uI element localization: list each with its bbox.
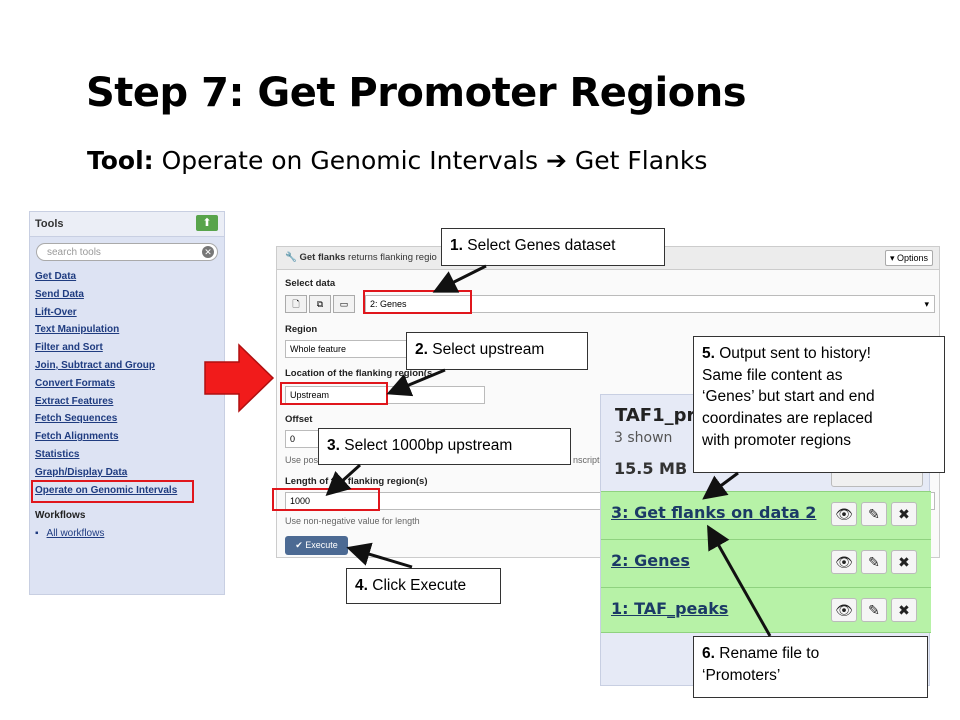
highlight-length <box>272 488 380 511</box>
tool-item-convert-formats[interactable]: Convert Formats <box>35 377 116 389</box>
length-help: Use non-negative value for length <box>285 516 420 526</box>
form-title: 🔧 Get flanks returns flanking regio <box>285 252 437 263</box>
collection-icon[interactable]: ▭ <box>333 295 355 313</box>
length-label: Length of the flanking region(s) <box>285 476 428 487</box>
tools-title: Tools <box>35 218 64 230</box>
red-block-arrow-left <box>204 343 275 413</box>
callout-2-num: 2. <box>415 341 428 358</box>
delete-icon[interactable]: ✖ <box>891 550 917 574</box>
callout-5: 5. Output sent to history! Same file con… <box>693 336 945 473</box>
callout-1-text: Select Genes dataset <box>467 237 616 254</box>
callout-2: 2. Select upstream <box>406 332 588 370</box>
tool-item-get-data[interactable]: Get Data <box>35 271 77 282</box>
tool-item-text-manipulation[interactable]: Text Manipulation <box>35 324 120 336</box>
clear-icon[interactable]: ✕ <box>202 246 214 258</box>
upload-icon[interactable]: ⬆ <box>196 215 218 231</box>
eye-icon[interactable]: 👁 <box>831 502 857 526</box>
form-title-rest: returns flanking regio <box>348 252 437 263</box>
select-data-dropdown[interactable]: 2: Genes ▾ <box>365 295 935 313</box>
offset-help-right: nscript <box>573 455 600 465</box>
pencil-icon[interactable]: ✎ <box>861 502 887 526</box>
dataset-title[interactable]: 1: TAF_peaks <box>611 599 729 618</box>
highlight-location <box>280 382 388 405</box>
callout-5-text-2: Same file content as <box>702 366 843 384</box>
history-dataset-row[interactable]: 3: Get flanks on data 2 👁 ✎ ✖ <box>601 491 931 539</box>
highlight-select-data <box>363 290 472 314</box>
workflows-item[interactable]: ▪All workflows <box>35 528 105 539</box>
delete-icon[interactable]: ✖ <box>891 502 917 526</box>
dataset-title[interactable]: 3: Get flanks on data 2 <box>611 503 817 522</box>
tool-target: Get Flanks <box>574 146 708 175</box>
history-name[interactable]: TAF1_pro <box>615 405 708 426</box>
pencil-icon[interactable]: ✎ <box>861 550 887 574</box>
delete-icon[interactable]: ✖ <box>891 598 917 622</box>
tool-list: Get Data Send Data Lift-Over Text Manipu… <box>35 271 177 502</box>
tools-panel: Tools ⬆ search tools ✕ Get Data Send Dat… <box>29 211 225 595</box>
callout-6-text-2: ‘Promoters’ <box>702 666 781 684</box>
execute-button[interactable]: ✔ Execute <box>285 536 348 555</box>
tool-prefix: Tool: <box>87 146 154 175</box>
tool-item-operate-genomic-intervals[interactable]: Operate on Genomic Intervals <box>35 484 178 496</box>
offset-label: Offset <box>285 414 313 425</box>
callout-3-num: 3. <box>327 437 340 454</box>
tool-item-join-subtract-group[interactable]: Join, Subtract and Group <box>35 359 156 371</box>
region-label: Region <box>285 324 318 335</box>
callout-5-text-1: Output sent to history! <box>719 345 871 362</box>
callout-4: 4. Click Execute <box>346 568 501 604</box>
history-dataset-row[interactable]: 1: TAF_peaks 👁 ✎ ✖ <box>601 587 931 633</box>
history-shown-count: 3 shown <box>614 430 673 446</box>
callout-2-text: Select upstream <box>432 341 545 358</box>
callout-4-text: Click Execute <box>372 577 467 594</box>
single-dataset-icon[interactable]: 🗋 <box>285 295 307 313</box>
multiple-datasets-icon[interactable]: ⧉ <box>309 295 331 313</box>
callout-1-num: 1. <box>450 237 463 254</box>
tool-item-graph-display[interactable]: Graph/Display Data <box>35 466 128 478</box>
tools-header: Tools ⬆ <box>30 212 224 237</box>
caret-down-icon: ▾ <box>924 299 929 309</box>
tool-item-lift-over[interactable]: Lift-Over <box>35 306 77 318</box>
tool-item-fetch-sequences[interactable]: Fetch Sequences <box>35 413 118 425</box>
search-placeholder: search tools <box>47 247 101 258</box>
tool-item-filter-sort[interactable]: Filter and Sort <box>35 342 103 354</box>
history-size: 15.5 MB <box>614 459 688 478</box>
callout-5-text-5: with promoter regions <box>702 431 852 449</box>
tool-item-statistics[interactable]: Statistics <box>35 448 80 460</box>
callout-5-text-4: coordinates are replaced <box>702 410 873 428</box>
location-label: Location of the flanking region(s <box>285 368 433 379</box>
search-input[interactable]: search tools ✕ <box>36 243 218 261</box>
pencil-icon[interactable]: ✎ <box>861 598 887 622</box>
callout-4-num: 4. <box>355 577 368 594</box>
history-dataset-row[interactable]: 2: Genes 👁 ✎ ✖ <box>601 539 931 587</box>
select-data-value: 2: Genes <box>370 299 407 309</box>
tool-item-extract-features[interactable]: Extract Features <box>35 395 114 407</box>
callout-6: 6. Rename file to ‘Promoters’ <box>693 636 928 698</box>
highlight-operate-intervals <box>31 480 194 503</box>
tool-item-fetch-alignments[interactable]: Fetch Alignments <box>35 431 119 443</box>
callout-1: 1. Select Genes dataset <box>441 228 665 266</box>
workflows-title: Workflows <box>35 510 86 521</box>
form-title-bold: Get flanks <box>299 252 346 263</box>
dataset-title[interactable]: 2: Genes <box>611 551 690 570</box>
callout-3-text: Select 1000bp upstream <box>344 437 513 454</box>
callout-5-text-3: ‘Genes’ but start and end <box>702 388 875 406</box>
eye-icon[interactable]: 👁 <box>831 550 857 574</box>
tool-path: Operate on Genomic Intervals <box>161 146 539 175</box>
callout-5-num: 5. <box>702 345 715 362</box>
callout-3: 3. Select 1000bp upstream <box>318 428 571 465</box>
tool-subtitle: Tool: Operate on Genomic Intervals ➔ Get… <box>87 146 707 175</box>
slide-title: Step 7: Get Promoter Regions <box>86 70 747 116</box>
tool-item-send-data[interactable]: Send Data <box>35 288 84 300</box>
options-button[interactable]: ▾ Options <box>884 250 933 266</box>
arrow-glyph: ➔ <box>545 146 567 175</box>
callout-6-num: 6. <box>702 645 715 662</box>
callout-6-text-1: Rename file to <box>719 645 820 662</box>
all-workflows-link[interactable]: All workflows <box>46 528 105 539</box>
offset-help: Use posi <box>285 455 321 465</box>
select-data-label: Select data <box>285 278 336 289</box>
eye-icon[interactable]: 👁 <box>831 598 857 622</box>
